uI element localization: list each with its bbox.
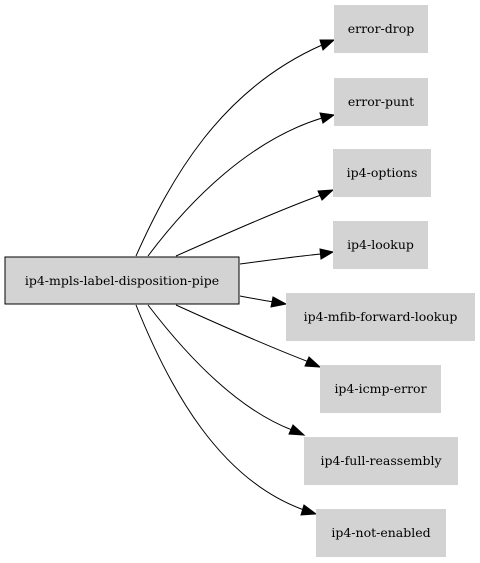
target-node-box <box>316 509 446 557</box>
target-node-ip4-not-enabled: ip4-not-enabled <box>316 509 446 557</box>
target-node-label: error-drop <box>348 21 415 36</box>
target-node-label: error-punt <box>348 94 414 109</box>
target-node-ip4-options: ip4-options <box>333 149 431 197</box>
target-node-ip4-mfib-forward-lookup: ip4-mfib-forward-lookup <box>286 293 475 341</box>
edge-source-to-ip4-options <box>175 189 335 257</box>
target-node-error-drop: error-drop <box>334 5 428 53</box>
target-node-box <box>334 78 428 126</box>
target-node-label: ip4-lookup <box>347 237 414 252</box>
target-node-error-punt: error-punt <box>334 78 428 126</box>
source-node-label: ip4-mpls-label-disposition-pipe <box>25 273 219 288</box>
target-node-box <box>286 293 475 341</box>
edge-source-to-ip4-full-reassembly <box>147 304 306 436</box>
source-node: ip4-mpls-label-disposition-pipe <box>4 256 240 305</box>
target-node-box <box>333 149 431 197</box>
target-node-ip4-full-reassembly: ip4-full-reassembly <box>304 437 458 485</box>
target-node-box <box>334 5 428 53</box>
target-node-box <box>320 365 441 413</box>
target-node-label: ip4-full-reassembly <box>320 453 442 468</box>
edge-source-to-ip4-not-enabled <box>135 304 318 516</box>
target-node-label: ip4-mfib-forward-lookup <box>304 309 458 324</box>
target-node-ip4-icmp-error: ip4-icmp-error <box>320 365 441 413</box>
target-node-box <box>304 437 458 485</box>
edge-source-to-ip4-icmp-error <box>175 304 322 368</box>
edge-source-to-ip4-lookup <box>239 248 335 265</box>
source-node-box <box>4 256 240 305</box>
edge-source-to-error-punt <box>147 112 336 257</box>
edge-source-to-error-drop <box>135 39 336 257</box>
target-node-label: ip4-not-enabled <box>331 525 430 540</box>
target-node-box <box>333 221 428 269</box>
target-node-label: ip4-icmp-error <box>334 381 426 396</box>
edge-source-to-ip4-mfib-forward-lookup <box>239 295 288 308</box>
target-nodes: error-drop error-punt ip4-options ip4-lo… <box>286 5 475 557</box>
target-node-ip4-lookup: ip4-lookup <box>333 221 428 269</box>
edges <box>135 39 336 516</box>
target-node-label: ip4-options <box>347 165 418 180</box>
